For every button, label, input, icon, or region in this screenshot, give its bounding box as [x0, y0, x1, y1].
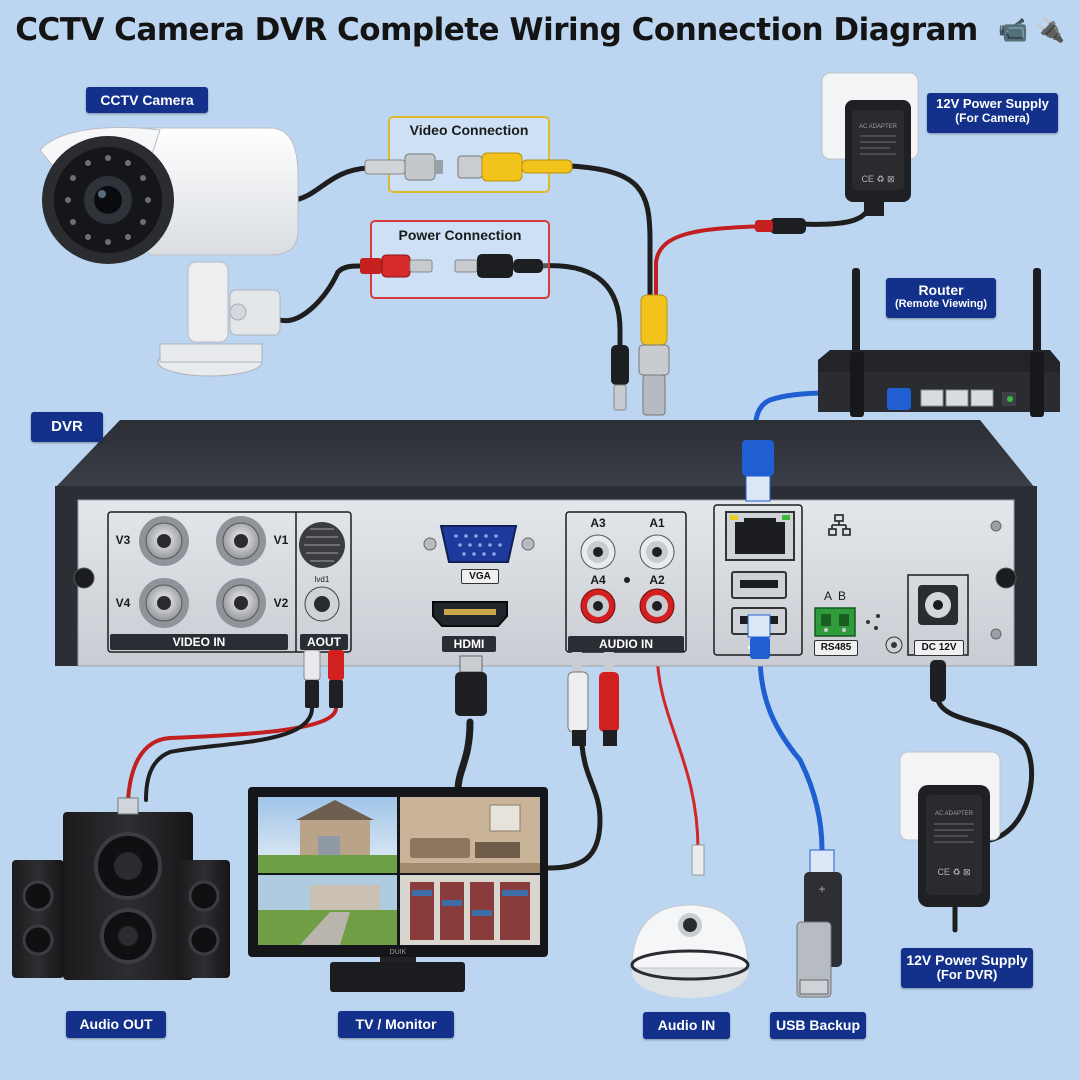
rj45-plug-lan [742, 440, 774, 502]
dc-plug-bottom [930, 660, 946, 702]
camera-video-cable [292, 165, 371, 203]
rca-port-a2 [639, 588, 675, 624]
mic-cable [655, 648, 700, 852]
tv-monitor: DUIK [248, 787, 548, 992]
dvr-power-supply: AC ADAPTER CE ♻ ⊠ [899, 751, 1001, 907]
audio-out-label-text: Audio OUT [79, 1016, 153, 1032]
dvr-dc-cable [935, 697, 1034, 843]
dvr-unit: ⇠ ⇢ [55, 420, 1037, 667]
audio-in-bar: AUDIO IN [568, 636, 684, 652]
router-label: Router (Remote Viewing) [886, 278, 996, 318]
port-label-v4: V4 [115, 596, 131, 610]
dvr-adapter-text: AC ADAPTER [935, 811, 974, 817]
bnc-port-v3 [139, 516, 189, 566]
cctv-camera-label: CCTV Camera [86, 87, 208, 113]
port-label-a1: A1 [649, 516, 665, 530]
psu-dvr-label: 12V Power Supply (For DVR) [901, 948, 1033, 988]
audio-rca-plugs [567, 652, 619, 746]
camera-power-supply: AC ADAPTER CE ♻ ⊠ [755, 72, 919, 234]
port-label-a3: A3 [590, 516, 606, 530]
power-cable-to-dvr [537, 263, 623, 353]
port-label-v1: V1 [273, 533, 289, 547]
psu-camera-title: 12V Power Supply [936, 96, 1049, 111]
dc-black-plug [454, 254, 543, 278]
cctv-camera [39, 127, 299, 377]
rj45-plug-usb [747, 614, 771, 659]
hdmi-cable [454, 718, 474, 794]
aout-bar: AOUT [300, 634, 348, 650]
bnc-yellow-plug [457, 152, 573, 182]
usb-backup-label: USB Backup [770, 1012, 866, 1039]
bnc-male-plug [364, 153, 443, 181]
camera-adapter-text: AC ADAPTER [859, 124, 898, 130]
audio-in-label-text: Audio IN [657, 1017, 716, 1033]
microphone [630, 844, 750, 998]
bnc-port-v4 [139, 578, 189, 628]
vga-label: VGA [461, 569, 499, 584]
port-label-v3: V3 [115, 533, 131, 547]
aout-cable-black [144, 706, 314, 802]
psu-dvr-sub: (For DVR) [936, 967, 998, 983]
dc12v-label: DC 12V [914, 640, 964, 656]
audio-out-label: Audio OUT [66, 1011, 166, 1038]
usb-drive: + [796, 849, 842, 998]
aout-small-label: lvd1 [314, 575, 330, 584]
dvr-label-text: DVR [51, 418, 83, 435]
bnc-port-v2 [216, 578, 266, 628]
dc-red-plug [360, 254, 433, 278]
aout-cable-red [126, 706, 338, 802]
tv-monitor-label: TV / Monitor [338, 1011, 454, 1038]
audio-rca-cable [545, 742, 603, 871]
bnc-plug-to-dvr [638, 294, 670, 416]
hdmi-plug [455, 655, 487, 716]
router-title: Router [918, 282, 964, 298]
usb-network-cable [757, 652, 825, 853]
camera-power-cable [277, 263, 368, 324]
cctv-camera-label-text: CCTV Camera [100, 92, 194, 108]
camera-psu-cable-red [654, 224, 772, 302]
port-label-v2: V2 [273, 596, 289, 610]
svg-text:CE ♻ ⊠: CE ♻ ⊠ [937, 867, 970, 877]
rca-port-a3 [580, 534, 616, 570]
camera-psu-cable-black [797, 197, 873, 227]
port-label-a2: A2 [649, 573, 665, 587]
port-label-a4: A4 [590, 573, 606, 587]
tv-monitor-label-text: TV / Monitor [355, 1016, 437, 1032]
monitor-brand: DUIK [390, 949, 407, 956]
aout-rca-plugs [303, 649, 344, 708]
router-sub: (Remote Viewing) [894, 298, 988, 311]
speakers [12, 797, 230, 980]
video-connection-title: Video Connection [409, 122, 529, 138]
svg-text:+: + [818, 882, 825, 896]
vga-port [439, 525, 518, 563]
router [818, 268, 1060, 417]
rs485-ab-label: A B [823, 589, 846, 603]
dvr-label: DVR [31, 412, 103, 442]
page-title: CCTV Camera DVR Complete Wiring Connecti… [0, 12, 1080, 48]
bnc-port-v1 [216, 516, 266, 566]
camera-plug-icons: 📹 🔌 [998, 16, 1065, 44]
video-in-bar: VIDEO IN [110, 634, 288, 650]
rs485-label: RS485 [814, 640, 858, 656]
hdmi-label: HDMI [442, 636, 496, 652]
network-icon [828, 514, 851, 536]
audio-in-label: Audio IN [643, 1012, 730, 1039]
usb-backup-label-text: USB Backup [775, 1017, 861, 1033]
svg-text:CE ♻ ⊠: CE ♻ ⊠ [861, 174, 894, 184]
rca-port-a1 [639, 534, 675, 570]
title-text: CCTV Camera DVR Complete Wiring Connecti… [15, 12, 978, 48]
video-cable-to-dvr [567, 163, 653, 303]
dc-plug-to-dvr [611, 345, 629, 411]
rca-port-a4 [580, 588, 616, 624]
power-connection-title: Power Connection [398, 227, 522, 243]
psu-dvr-title: 12V Power Supply [906, 952, 1028, 968]
psu-camera-label: 12V Power Supply (For Camera) [927, 93, 1058, 133]
psu-camera-sub: (For Camera) [955, 110, 1030, 125]
